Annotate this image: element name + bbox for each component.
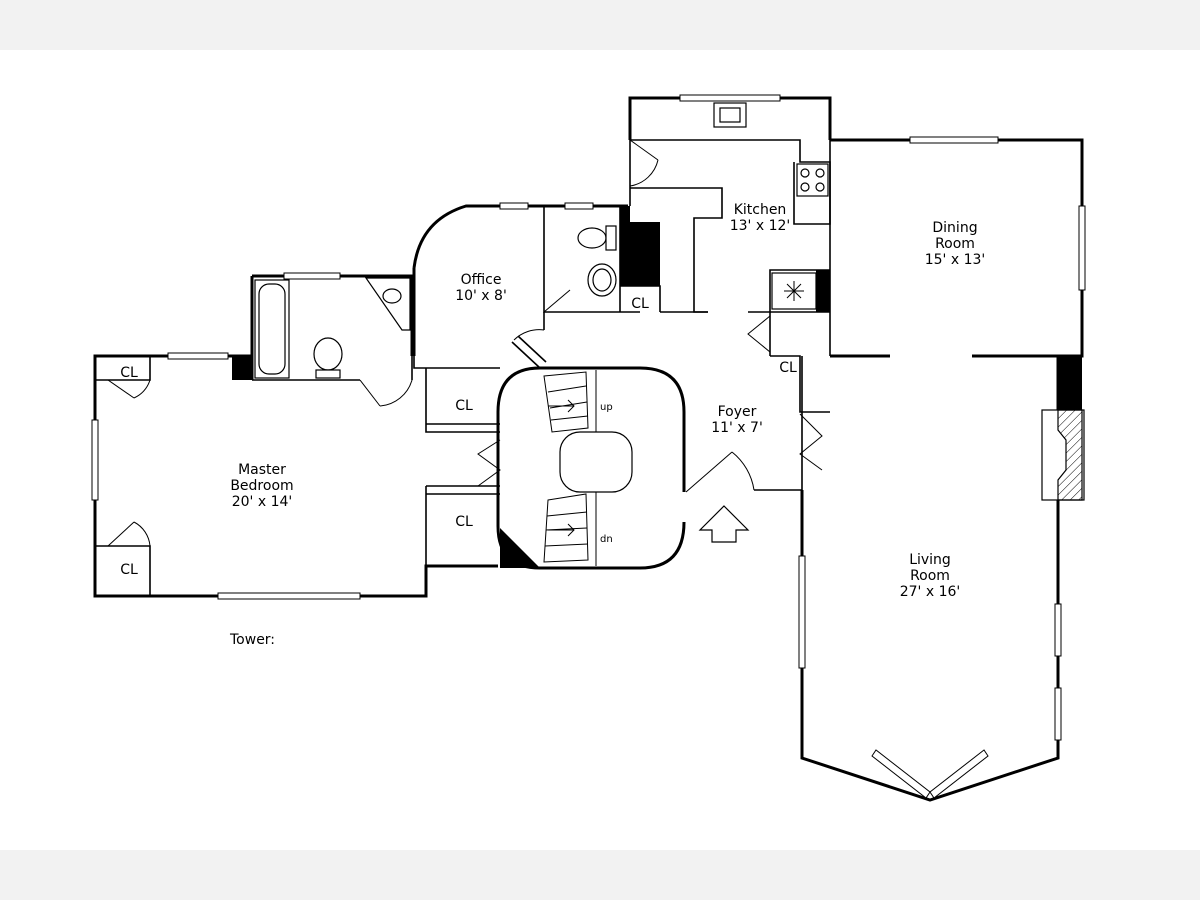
living-name-1: Living [909, 552, 951, 568]
dining-name-2: Room [935, 236, 975, 252]
foyer-name: Foyer [718, 404, 757, 420]
master-name-2: Bedroom [230, 478, 293, 494]
stair-well [559, 431, 633, 493]
stair-core [496, 366, 686, 570]
refrigerator-icon [771, 272, 817, 310]
stairs-up-label: up [600, 402, 613, 413]
living-dims: 27' x 16' [900, 584, 961, 600]
master-toilet-icon [313, 337, 343, 371]
fixtures [232, 102, 1085, 501]
entry-arrow-icon [698, 505, 750, 543]
dining-name-1: Dining [932, 220, 977, 236]
tower-label: Tower: [229, 632, 275, 648]
master-name-1: Master [238, 462, 286, 478]
toilet-icon [577, 227, 607, 249]
closet-label-master-bottom: CL [120, 562, 138, 578]
room-labels: Kitchen 13' x 12' Dining Room 15' x 13' … [120, 202, 985, 648]
closet-label-foyer: CL [779, 360, 797, 376]
closet-label-hall-bottom: CL [455, 514, 473, 530]
kitchen-name: Kitchen [734, 202, 787, 218]
windows [91, 94, 1086, 799]
stairs-down-label: dn [600, 534, 613, 545]
kitchen-dims: 13' x 12' [730, 218, 791, 234]
dining-dims: 15' x 13' [925, 252, 986, 268]
closet-label-kitchen-bath: CL [631, 296, 649, 312]
foyer-dims: 11' x 7' [711, 420, 763, 436]
master-dims: 20' x 14' [232, 494, 293, 510]
living-name-2: Room [910, 568, 950, 584]
office-dims: 10' x 8' [455, 288, 507, 304]
stove-icon [796, 163, 829, 197]
closet-label-master-top: CL [120, 365, 138, 381]
doors [107, 139, 823, 547]
closet-label-hall-top: CL [455, 398, 473, 414]
office-name: Office [461, 272, 502, 288]
